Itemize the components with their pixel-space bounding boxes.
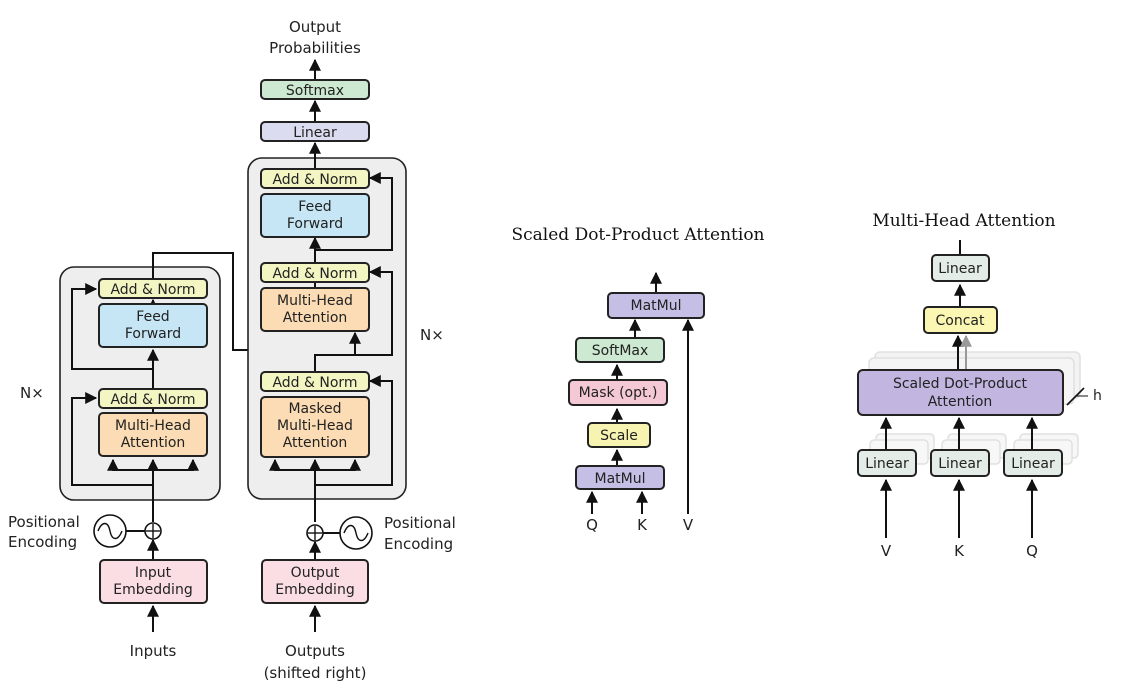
encoder-add-norm-2-label: Add & Norm <box>110 282 195 298</box>
decoder-mha-line1: Multi-Head <box>277 293 353 309</box>
decoder-add-norm-2-label: Add & Norm <box>272 266 357 282</box>
output-probabilities-line2: Probabilities <box>269 39 361 57</box>
mha-q-label: Q <box>1026 542 1038 560</box>
sdpa-title: Scaled Dot-Product Attention <box>511 225 764 245</box>
decoder-linear-box <box>260 121 370 142</box>
decoder-feed-forward-box <box>260 193 370 238</box>
decoder-residual-3 <box>315 172 393 251</box>
inputs-label: Inputs <box>130 642 177 660</box>
input-embedding-line1: Input <box>135 565 172 581</box>
decoder-positional-line1: Positional <box>384 514 456 532</box>
decoder-linear-label: Linear <box>293 125 337 141</box>
sdpa-softmax-label: SoftMax <box>592 343 649 359</box>
mha-linear-k-box <box>930 449 990 477</box>
output-embedding-line1: Output <box>291 565 340 581</box>
encoder-multihead-attention-box <box>98 412 208 457</box>
encoder-block <box>59 266 221 501</box>
mha-linear-v-box <box>857 449 917 477</box>
mha-sdpa-line2: Attention <box>928 394 993 410</box>
encoder-nx-label: N× <box>20 384 44 402</box>
sdpa-q-label: Q <box>586 516 598 534</box>
encoder-positional-line1: Positional <box>8 513 80 531</box>
decoder-mha-line2: Attention <box>283 310 348 326</box>
sdpa-k-label: K <box>637 516 648 534</box>
output-probabilities-line1: Output <box>289 18 341 36</box>
sdpa-mask-label: Mask (opt.) <box>579 385 658 401</box>
decoder-residual-2 <box>315 266 393 356</box>
outputs-label-line1: Outputs <box>285 642 345 660</box>
mha-k-label: K <box>954 542 965 560</box>
decoder-qkv-right <box>315 458 361 471</box>
input-embedding-box <box>99 559 208 604</box>
sdpa-mask-box <box>568 379 668 406</box>
mha-sdpa-box <box>857 369 1064 416</box>
input-embedding-line2: Embedding <box>113 582 192 598</box>
mha-v-label: V <box>881 542 892 560</box>
sdpa-matmul-bottom-label: MatMul <box>595 471 646 487</box>
decoder-add-norm-3 <box>260 168 370 189</box>
output-embedding-box <box>261 559 369 604</box>
decoder-positional-line2: Encoding <box>384 535 453 553</box>
masked-mha-line2: Multi-Head <box>277 418 353 434</box>
mha-h-label: h <box>1093 388 1102 404</box>
output-embedding-line2: Embedding <box>275 582 354 598</box>
sdpa-scale-label: Scale <box>600 428 638 444</box>
encoder-ff-line2: Forward <box>125 326 181 342</box>
mha-linear-top-box <box>931 254 990 282</box>
masked-mha-line3: Attention <box>283 435 348 451</box>
decoder-nx-label: N× <box>420 326 444 344</box>
sdpa-v-label: V <box>683 516 694 534</box>
decoder-add-norm-3-label: Add & Norm <box>272 172 357 188</box>
encoder-residual-2 <box>71 283 153 370</box>
encoder-add-norm-2 <box>98 278 208 299</box>
encoder-qkv-left <box>107 458 153 471</box>
decoder-ff-line1: Feed <box>298 199 331 215</box>
encoder-residual-1 <box>71 392 153 486</box>
sdpa-softmax-box <box>575 337 665 363</box>
encoder-feed-forward-box <box>98 303 208 348</box>
masked-multihead-attention-box <box>260 396 370 458</box>
mha-linear-v-label: Linear <box>865 456 909 472</box>
mha-concat-label: Concat <box>936 313 985 329</box>
decoder-ff-line2: Forward <box>287 216 343 232</box>
encoder-positional-line2: Encoding <box>8 533 77 551</box>
decoder-qkv-left <box>269 458 315 471</box>
mha-concat-box <box>923 306 998 334</box>
encoder-mha-line1: Multi-Head <box>115 418 191 434</box>
encoder-mha-line2: Attention <box>121 435 186 451</box>
encoder-add-norm-1 <box>98 388 208 409</box>
mha-title: Multi-Head Attention <box>872 211 1055 231</box>
mha-linear-q-box <box>1003 449 1063 477</box>
decoder-add-norm-1 <box>260 371 370 392</box>
decoder-softmax-label: Softmax <box>286 83 344 99</box>
mha-sdpa-line1: Scaled Dot-Product <box>893 376 1028 392</box>
encoder-add-norm-1-label: Add & Norm <box>110 392 195 408</box>
sdpa-matmul-bottom-box <box>575 465 665 490</box>
decoder-residual-1 <box>315 375 393 486</box>
sdpa-scale-box <box>587 422 651 448</box>
encoder-qkv-right <box>153 458 199 471</box>
sdpa-matmul-top-box <box>607 292 705 319</box>
encoder-ff-line1: Feed <box>136 309 169 325</box>
sdpa-matmul-top-label: MatMul <box>631 298 682 314</box>
decoder-softmax-box <box>260 79 370 100</box>
mha-linear-q-label: Linear <box>1011 456 1055 472</box>
masked-mha-line1: Masked <box>288 401 341 417</box>
decoder-add-norm-1-label: Add & Norm <box>272 375 357 391</box>
outputs-label-line2: (shifted right) <box>264 664 367 682</box>
mha-linear-top-label: Linear <box>938 261 982 277</box>
mha-linear-k-label: Linear <box>938 456 982 472</box>
decoder-multihead-attention-box <box>260 287 370 332</box>
decoder-add-norm-2 <box>260 262 370 283</box>
